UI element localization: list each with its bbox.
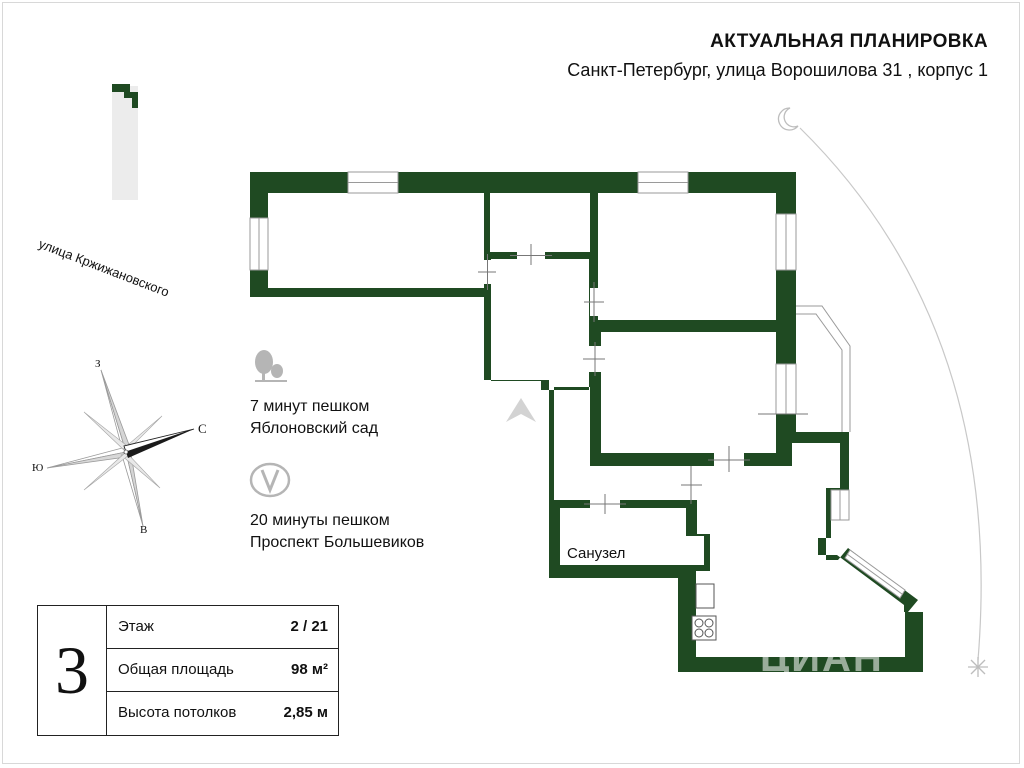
windows: [249, 171, 906, 599]
compass-rose-icon: [46, 369, 195, 527]
poi-metro-time: 20 минуты пешком: [250, 512, 390, 529]
info-table: 3 Этаж 2 / 21 Общая площадь 98 м² Высота…: [37, 605, 339, 736]
poi-garden-name: Яблоновский сад: [250, 420, 379, 437]
page-title: АКТУАЛЬНАЯ ПЛАНИРОВКА: [710, 31, 988, 52]
kitchen-appliances: [691, 583, 717, 641]
area-row: Общая площадь 98 м²: [106, 649, 338, 692]
compass-north-label: З: [95, 358, 101, 370]
compass-west-label: Ю: [32, 462, 44, 474]
compass-east-label: С: [198, 421, 207, 436]
poi-garden-time: 7 минут пешком: [250, 398, 370, 415]
bathroom-label: Санузел: [567, 545, 626, 562]
address: Санкт-Петербург, улица Ворошилова 31 , к…: [567, 60, 988, 80]
sun-path-arc: [799, 127, 982, 661]
poi-metro-name: Проспект Большевиков: [250, 534, 425, 551]
doors: [478, 244, 808, 514]
floor-value: 2 / 21: [290, 618, 328, 635]
compass-south-label: В: [140, 524, 148, 536]
floor-label: Этаж: [118, 618, 154, 635]
tree-icon: [255, 350, 287, 382]
ceiling-label: Высота потолков: [118, 704, 237, 721]
area-label: Общая площадь: [118, 661, 234, 678]
ceiling-row: Высота потолков 2,85 м: [106, 692, 338, 735]
ceiling-value: 2,85 м: [283, 704, 328, 721]
floor-row: Этаж 2 / 21: [106, 606, 338, 649]
building-site-icon: [112, 84, 138, 200]
room-count: 3: [38, 606, 107, 735]
metro-icon: [249, 462, 291, 498]
area-value: 98 м²: [291, 661, 328, 678]
sun-icon: [968, 657, 988, 677]
poi-garden: 7 минут пешком Яблоновский сад: [250, 396, 378, 440]
moon-icon: [777, 107, 799, 131]
entrance-arrow-icon: [506, 398, 536, 422]
watermark: ЦИАН: [760, 636, 884, 680]
balcony-outline: [796, 305, 851, 432]
poi-metro: 20 минуты пешком Проспект Большевиков: [250, 510, 424, 554]
apartment-walls: [250, 172, 923, 672]
